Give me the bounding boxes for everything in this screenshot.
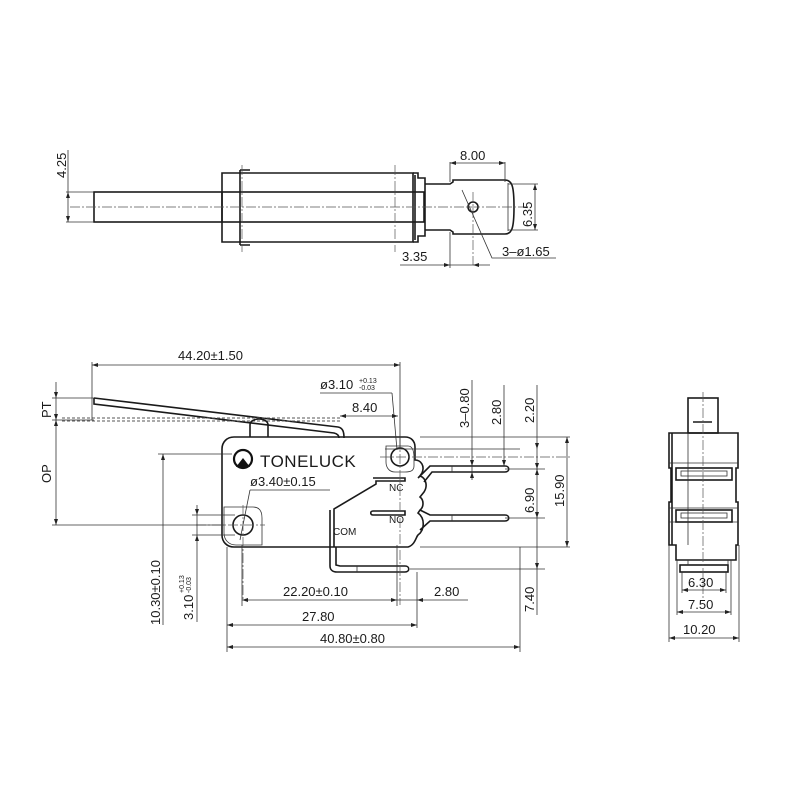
terminal-label-nc: NC bbox=[389, 483, 403, 494]
dim-com-height: 7.40 bbox=[522, 587, 537, 612]
terminal-com bbox=[329, 547, 410, 573]
terminal-label-no: NO bbox=[389, 515, 404, 526]
label-op: OP bbox=[39, 464, 54, 483]
dim-terminal-width: 6.35 bbox=[520, 202, 535, 227]
dim-com-offset: 2.80 bbox=[434, 584, 459, 599]
dim-hole-dia-side-tol-plus: +0.13 bbox=[179, 575, 186, 593]
dim-top-offset: 2.20 bbox=[522, 398, 537, 423]
dim-lever-width: 4.25 bbox=[54, 153, 69, 178]
dim-top-hole-tol-minus: -0.03 bbox=[359, 385, 375, 392]
dim-holes: 3–ø1.65 bbox=[502, 244, 550, 259]
brand-name: TONELUCK bbox=[260, 452, 356, 471]
terminal-slot-nc bbox=[675, 467, 733, 481]
body-side bbox=[668, 432, 739, 561]
label-pt: PT bbox=[39, 401, 54, 418]
top-view: 4.25 8.00 6.35 3.35 3–ø1.65 bbox=[54, 148, 556, 268]
dim-hole-spacing: 22.20±0.10 bbox=[283, 584, 348, 599]
terminal-slot-no bbox=[675, 509, 733, 523]
terminal-slot-com bbox=[679, 564, 729, 573]
dim-nc-offset: 2.80 bbox=[489, 400, 504, 425]
terminal-label-com: COM bbox=[333, 527, 356, 538]
dim-lever-offset: 8.40 bbox=[352, 400, 377, 415]
front-view: TONELUCK NC NO COM 44.20±1.50 ø3.10 bbox=[39, 348, 570, 652]
terminal-no bbox=[419, 509, 510, 531]
dim-top-hole-tol-plus: +0.13 bbox=[359, 378, 377, 385]
body-top-outline bbox=[221, 172, 414, 243]
dim-terminal-inner: 6.30 bbox=[688, 575, 713, 590]
dim-terminal-outer: 7.50 bbox=[688, 597, 713, 612]
dim-top-hole-dia: ø3.10 bbox=[320, 377, 353, 392]
side-view: 6.30 7.50 10.20 bbox=[668, 392, 740, 642]
dim-body-height: 15.90 bbox=[552, 474, 567, 507]
dim-hole-offset: 3.35 bbox=[402, 249, 427, 264]
dim-terminal-length: 8.00 bbox=[460, 148, 485, 163]
dim-body-width: 10.20 bbox=[683, 622, 716, 637]
dim-no-spacing: 6.90 bbox=[522, 488, 537, 513]
brand-logo-icon bbox=[232, 448, 254, 470]
dim-body-length: 40.80±0.80 bbox=[320, 631, 385, 646]
terminal-nc bbox=[417, 465, 510, 483]
plunger bbox=[249, 418, 269, 437]
dim-lever-length: 44.20±1.50 bbox=[178, 348, 243, 363]
dim-hole-height: 10.30±0.10 bbox=[148, 560, 163, 625]
dim-hole-dia-side: 3.10 bbox=[181, 595, 196, 620]
dim-hole-dia-side-tol-minus: -0.03 bbox=[186, 577, 193, 593]
dim-com-position: 27.80 bbox=[302, 609, 335, 624]
dim-mount-hole: ø3.40±0.15 bbox=[250, 474, 316, 489]
dim-terminal-thickness: 3–0.80 bbox=[457, 388, 472, 428]
